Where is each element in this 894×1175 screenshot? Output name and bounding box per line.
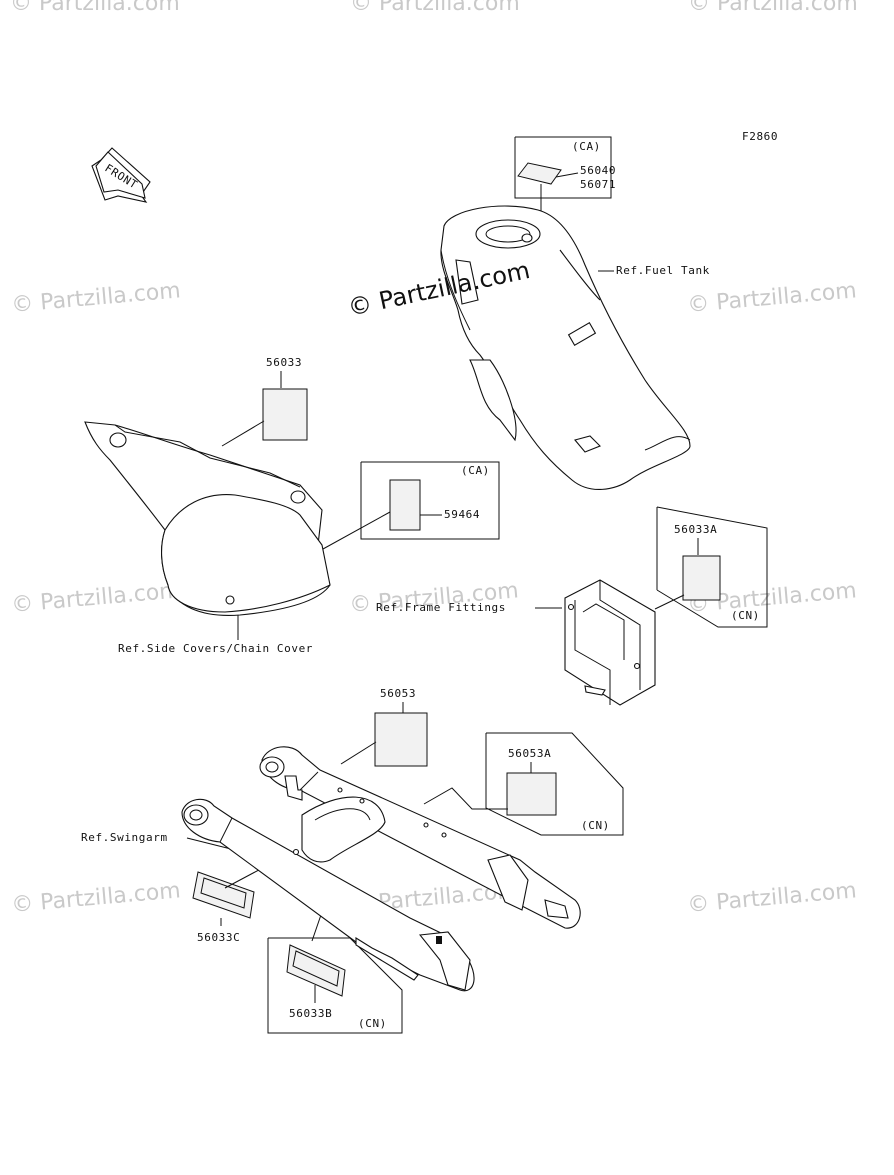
decal-56053 xyxy=(374,712,428,767)
watermark-text: © Partzilla.com xyxy=(688,0,858,16)
decal-56040 xyxy=(517,162,562,185)
watermark-text: © Partzilla.com xyxy=(686,278,857,318)
watermark-text: © Partzilla.com xyxy=(10,578,181,618)
part-number: 56033 xyxy=(266,356,302,369)
cn-note: (CN) xyxy=(358,1017,387,1030)
decal-56033c xyxy=(192,871,255,919)
decal-56033 xyxy=(262,388,308,441)
fuel-tank-label-box: (CA) 56040 56071 xyxy=(514,136,616,275)
cn-note: (CN) xyxy=(731,609,760,622)
watermark-text: © Partzilla.com xyxy=(350,0,520,16)
part-number: 56033A xyxy=(674,523,717,536)
front-arrow-icon: FRONT xyxy=(91,147,151,203)
ca-note: (CA) xyxy=(572,140,601,153)
frame-fitting-bracket xyxy=(564,579,656,706)
watermark-text: © Partzilla.com xyxy=(686,878,857,918)
part-number: 56040 xyxy=(580,164,616,177)
part-number: 59464 xyxy=(444,508,480,521)
ref-label: Ref.Side Covers/Chain Cover xyxy=(118,642,313,655)
decal-56033a xyxy=(682,555,721,601)
part-number: 56053A xyxy=(508,747,551,760)
decal-56053a xyxy=(506,772,557,816)
frame-fitting-labels: 56033A (CN) Ref.Frame Fittings xyxy=(376,506,768,628)
part-number: 56033B xyxy=(289,1007,332,1020)
side-cover-labels: 56033 (CA) 59464 xyxy=(221,356,500,550)
ref-label: Ref.Frame Fittings xyxy=(376,601,506,614)
ca-note: (CA) xyxy=(461,464,490,477)
watermark-text: © Partzilla.com xyxy=(10,0,180,16)
watermark-text: © Partzilla.com xyxy=(10,878,181,918)
part-number: 56071 xyxy=(580,178,616,191)
decal-59464 xyxy=(389,479,421,531)
side-cover: Ref.Side Covers/Chain Cover xyxy=(84,421,331,655)
ref-label: Ref.Fuel Tank xyxy=(616,264,710,277)
swingarm xyxy=(181,746,581,992)
ref-label: Ref.Swingarm xyxy=(81,831,168,844)
figure-code: F2860 xyxy=(742,130,778,143)
cn-note: (CN) xyxy=(581,819,610,832)
watermark-text: © Partzilla.com xyxy=(10,278,181,318)
part-number: 56033C xyxy=(197,931,240,944)
part-number: 56053 xyxy=(380,687,416,700)
swingarm-labels: 56053 56053A (CN) Ref.Swingarm 56033C 56… xyxy=(81,687,624,1034)
fuel-tank: Ref.Fuel Tank xyxy=(440,205,710,491)
